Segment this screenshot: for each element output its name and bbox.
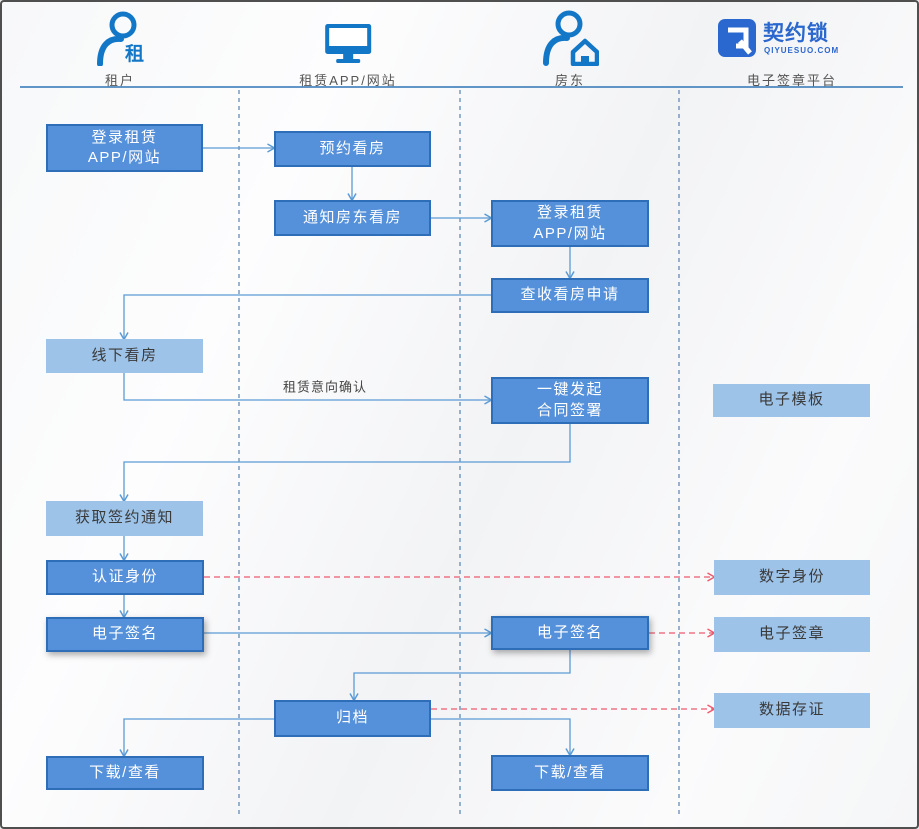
landlord-person-house-icon	[541, 10, 599, 66]
node-tenant-sign-notice: 获取签约通知	[46, 501, 203, 536]
node-platform-template: 电子模板	[713, 384, 870, 417]
lane-header-tenant: 租 租户	[92, 10, 148, 89]
node-landlord-login: 登录租赁 APP/网站	[491, 200, 649, 247]
lane-label-platform: 电子签章平台	[746, 73, 837, 88]
node-platform-eseal: 电子签章	[714, 617, 870, 652]
node-tenant-esign: 电子签名	[46, 617, 204, 652]
connector-solid	[119, 424, 571, 504]
lane-label-app: 租赁APP/网站	[299, 73, 397, 88]
node-app-notify-landlord: 通知房东看房	[274, 200, 431, 236]
node-landlord-check-request: 查收看房申请	[491, 278, 649, 313]
node-tenant-verify-identity: 认证身份	[46, 560, 204, 595]
node-landlord-esign: 电子签名	[491, 616, 649, 650]
connector-solid	[431, 718, 575, 758]
node-platform-digital-identity: 数字身份	[714, 560, 870, 595]
node-platform-evidence: 数据存证	[714, 693, 870, 728]
connector-solid	[349, 650, 571, 703]
qiyuesuo-logo: 契约锁 QIYUESUO.COM	[716, 10, 868, 66]
node-landlord-initiate-sign: 一键发起 合同签署	[491, 377, 649, 424]
lane-header-platform: 契约锁 QIYUESUO.COM 电子签章平台	[716, 10, 868, 89]
node-landlord-download: 下载/查看	[491, 755, 649, 791]
edge-label: 租赁意向确认	[282, 379, 368, 395]
connector-solid	[119, 718, 274, 759]
node-tenant-offline-viewing: 线下看房	[46, 339, 203, 373]
node-tenant-login: 登录租赁 APP/网站	[46, 124, 203, 172]
lane-header-app: 租赁APP/网站	[299, 10, 397, 89]
monitor-icon	[324, 10, 372, 66]
connector-solid	[119, 294, 491, 342]
lane-label-landlord: 房东	[554, 73, 585, 88]
logo-name: 契约锁	[762, 21, 829, 45]
node-tenant-download: 下载/查看	[46, 756, 204, 790]
node-app-book-viewing: 预约看房	[274, 131, 431, 167]
tenant-badge: 租	[125, 43, 144, 65]
lane-label-tenant: 租户	[104, 73, 135, 88]
lane-header-landlord: 房东	[541, 10, 599, 89]
node-app-archive: 归档	[274, 700, 431, 737]
tenant-person-icon: 租	[92, 10, 148, 66]
logo-domain: QIYUESUO.COM	[764, 46, 839, 55]
